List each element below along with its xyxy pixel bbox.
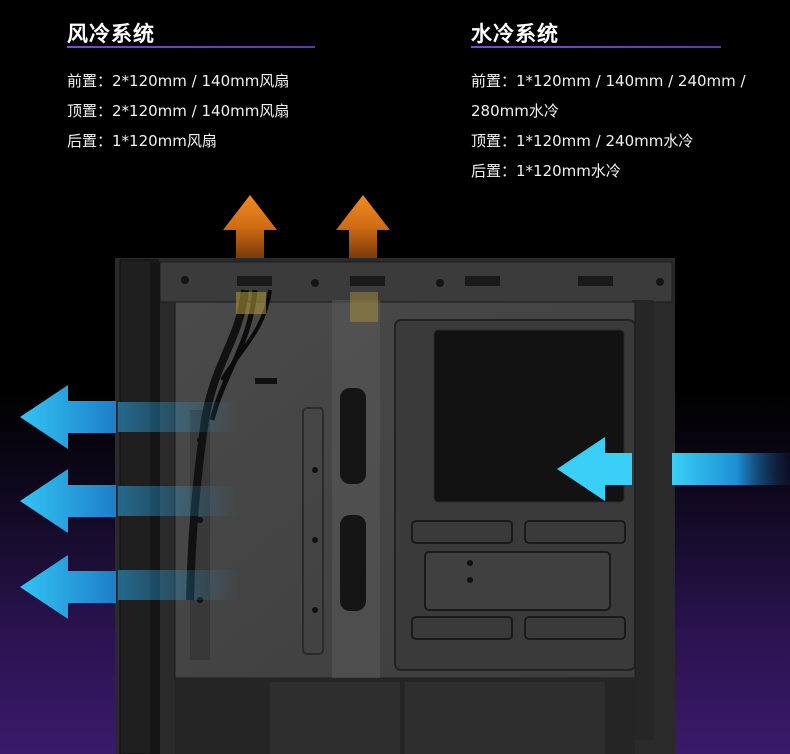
water-cooling-front: 前置：1*120mm / 140mm / 240mm / [471,72,746,90]
air-cooling-rear: 后置：1*120mm风扇 [67,132,217,150]
water-cooling-title: 水冷系统 [471,22,559,46]
air-cooling-divider [67,46,315,48]
water-cooling-divider [471,46,721,48]
water-cooling-rear: 后置：1*120mm水冷 [471,162,621,180]
exhaust-arrow-left [223,195,277,258]
side-airflow-arrow-3 [20,555,238,619]
rear-intake-arrow [557,437,790,501]
side-airflow-arrow-2 [20,469,238,533]
air-cooling-front: 前置：2*120mm / 140mm风扇 [67,72,290,90]
water-cooling-spec: 水冷系统 前置：1*120mm / 140mm / 240mm / 280mm水… [471,18,781,186]
exhaust-arrow-right [336,195,390,258]
water-cooling-front-cont: 280mm水冷 [471,102,559,120]
air-cooling-spec: 风冷系统 前置：2*120mm / 140mm风扇 顶置：2*120mm / 1… [67,18,317,156]
air-cooling-title: 风冷系统 [67,22,155,46]
case-chassis [115,258,675,754]
air-cooling-top: 顶置：2*120mm / 140mm风扇 [67,102,290,120]
water-cooling-top: 顶置：1*120mm / 240mm水冷 [471,132,694,150]
side-airflow-arrow-1 [20,385,238,449]
